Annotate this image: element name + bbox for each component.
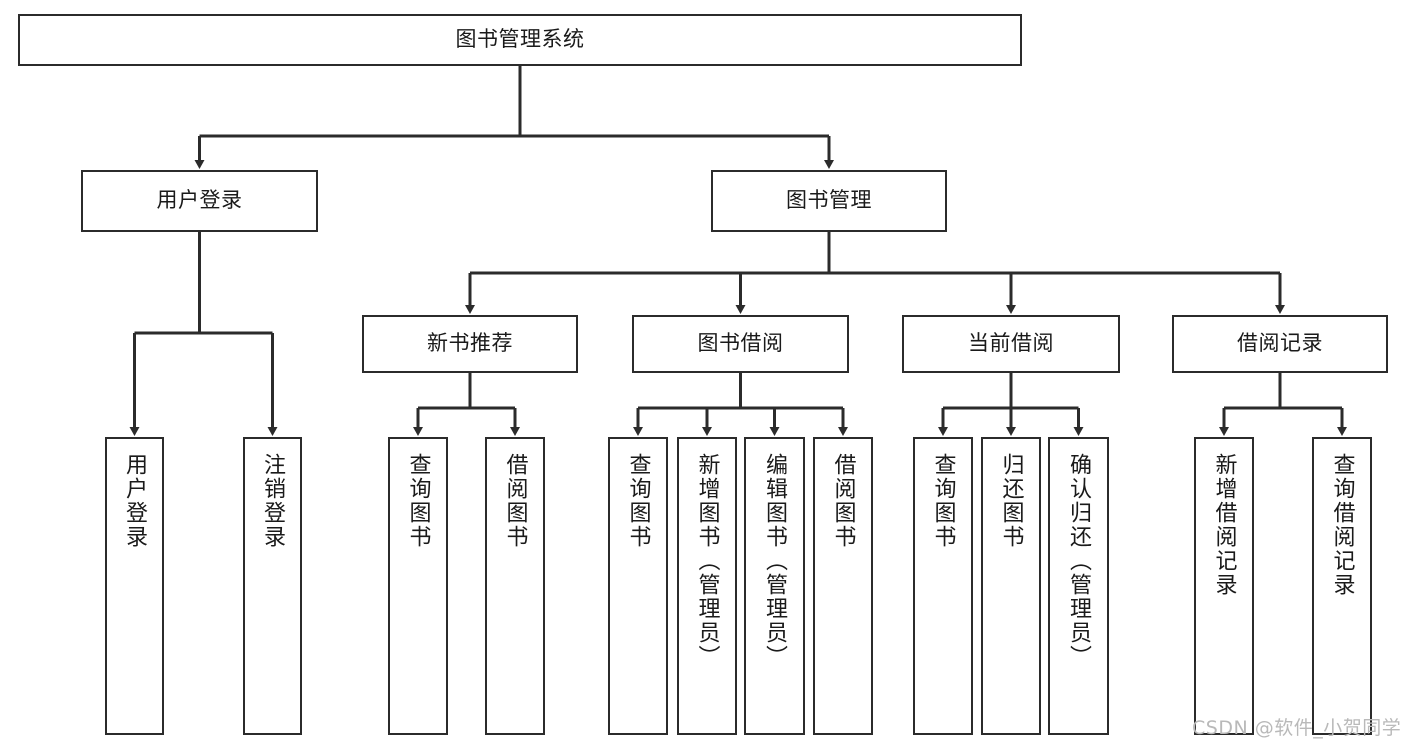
node-label-current-borrow: 当前借阅	[968, 331, 1054, 356]
node-book-manage[interactable]: 图书管理	[711, 170, 947, 232]
node-leaf-query-book-3[interactable]: 查询图书	[913, 437, 973, 735]
node-current-borrow[interactable]: 当前借阅	[902, 315, 1120, 373]
node-label-new-book-recommend: 新书推荐	[427, 331, 513, 356]
node-label-leaf-borrow-book-2: 借阅图书	[830, 453, 856, 549]
node-leaf-user-logout[interactable]: 注销登录	[243, 437, 302, 735]
node-label-leaf-user-logout: 注销登录	[260, 453, 286, 549]
node-label-leaf-borrow-book-1: 借阅图书	[502, 453, 528, 549]
node-label-root: 图书管理系统	[455, 27, 585, 52]
node-leaf-borrow-book-1[interactable]: 借阅图书	[485, 437, 545, 735]
node-leaf-query-book-2[interactable]: 查询图书	[608, 437, 668, 735]
node-label-leaf-edit-book: 编辑图书（管理员）	[762, 453, 788, 669]
node-borrow-record[interactable]: 借阅记录	[1172, 315, 1388, 373]
node-label-leaf-confirm-return: 确认归还（管理员）	[1066, 453, 1092, 669]
node-leaf-borrow-book-2[interactable]: 借阅图书	[813, 437, 873, 735]
node-leaf-add-book[interactable]: 新增图书（管理员）	[677, 437, 737, 735]
node-label-leaf-query-book-1: 查询图书	[405, 453, 431, 549]
node-label-book-borrow: 图书借阅	[697, 331, 784, 356]
node-new-book-recommend[interactable]: 新书推荐	[362, 315, 578, 373]
node-leaf-user-login[interactable]: 用户登录	[105, 437, 164, 735]
node-leaf-return-book[interactable]: 归还图书	[981, 437, 1041, 735]
node-label-book-manage: 图书管理	[786, 188, 872, 213]
node-leaf-confirm-return[interactable]: 确认归还（管理员）	[1048, 437, 1109, 735]
node-label-leaf-add-book: 新增图书（管理员）	[694, 453, 720, 669]
node-label-leaf-query-book-2: 查询图书	[625, 453, 651, 549]
node-user-login[interactable]: 用户登录	[81, 170, 318, 232]
node-leaf-query-book-1[interactable]: 查询图书	[388, 437, 448, 735]
node-leaf-add-record[interactable]: 新增借阅记录	[1194, 437, 1254, 735]
node-root[interactable]: 图书管理系统	[18, 14, 1022, 66]
node-leaf-query-record[interactable]: 查询借阅记录	[1312, 437, 1372, 735]
node-book-borrow[interactable]: 图书借阅	[632, 315, 849, 373]
connector-group	[129, 66, 1347, 436]
node-label-leaf-add-record: 新增借阅记录	[1211, 453, 1237, 597]
node-leaf-edit-book[interactable]: 编辑图书（管理员）	[744, 437, 805, 735]
node-label-leaf-return-book: 归还图书	[998, 453, 1024, 549]
node-label-user-login: 用户登录	[156, 188, 243, 213]
node-label-leaf-query-book-3: 查询图书	[930, 453, 956, 549]
node-label-leaf-query-record: 查询借阅记录	[1329, 453, 1355, 597]
node-label-borrow-record: 借阅记录	[1237, 331, 1323, 356]
node-label-leaf-user-login: 用户登录	[122, 453, 148, 549]
